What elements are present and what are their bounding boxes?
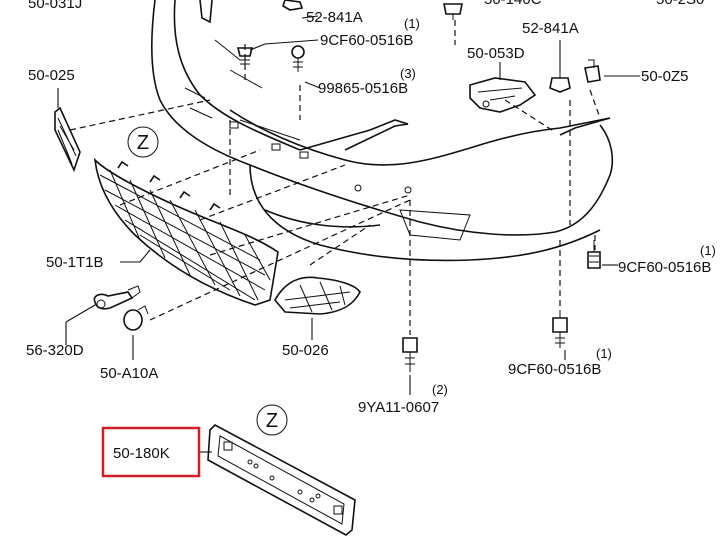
qty-fastener: (2)	[432, 382, 448, 397]
center-grille[interactable]	[93, 157, 279, 306]
label-50-1T1B: 50-1T1B	[46, 254, 104, 271]
view-marker-z-top: Z	[127, 126, 159, 158]
side-grille[interactable]	[54, 106, 81, 173]
label-50-140C: 50-140C	[484, 0, 542, 8]
label-52-841A-right: 52-841A	[522, 20, 579, 37]
bolt-9CF60-top[interactable]	[236, 47, 254, 66]
qty-bolt-a: (1)	[404, 16, 420, 31]
clip-52-841A-right[interactable]	[549, 70, 571, 93]
label-50-2S0: 50-2S0	[656, 0, 704, 8]
label-50-053D: 50-053D	[467, 45, 525, 62]
label-9CF60-top: 9CF60-0516B	[320, 32, 413, 49]
label-9YA11: 9YA11-0607	[358, 399, 439, 416]
label-50-180K[interactable]: 50-180K	[113, 445, 170, 462]
bumper-cover	[150, 0, 614, 262]
bracket[interactable]	[469, 77, 537, 113]
label-50-026: 50-026	[282, 342, 329, 359]
leader-lines	[57, 15, 640, 453]
bolt-9CF60-bottom[interactable]	[552, 310, 568, 348]
qty-bolt-b: (1)	[700, 243, 716, 258]
label-50-A10A: 50-A10A	[100, 365, 158, 382]
fastener-9YA11[interactable]	[402, 337, 418, 372]
label-9CF60-right: 9CF60-0516B	[618, 259, 711, 276]
label-9CF60-bottom: 9CF60-0516B	[508, 361, 601, 378]
view-z-label: Z	[137, 132, 149, 154]
label-50-031J: 50-031J	[28, 0, 82, 12]
label-50-025: 50-025	[28, 67, 75, 84]
clip-top-mid[interactable]	[443, 3, 463, 20]
bolt-9CF60-right[interactable]	[587, 240, 601, 269]
qty-screw: (3)	[400, 66, 416, 81]
fog-lamp-bulb[interactable]	[93, 285, 141, 310]
license-plate-bracket[interactable]	[207, 424, 356, 536]
label-99865: 99865-0516B	[318, 80, 408, 97]
assembly-lines	[69, 20, 601, 335]
view-z-label: Z	[266, 410, 278, 432]
label-56-320D: 56-320D	[26, 342, 84, 359]
clip-52-841A-top[interactable]	[282, 0, 304, 11]
highlight-box	[101, 426, 201, 478]
fog-cover[interactable]	[274, 276, 361, 315]
qty-bolt-c: (1)	[596, 346, 612, 361]
cap[interactable]	[123, 305, 149, 331]
nut-50-0Z5[interactable]	[584, 59, 601, 83]
label-50-0Z5: 50-0Z5	[641, 68, 689, 85]
view-marker-z-plate: Z	[256, 404, 288, 436]
screw-99865[interactable]	[291, 45, 305, 72]
label-52-841A-top: 52-841A	[306, 9, 363, 26]
